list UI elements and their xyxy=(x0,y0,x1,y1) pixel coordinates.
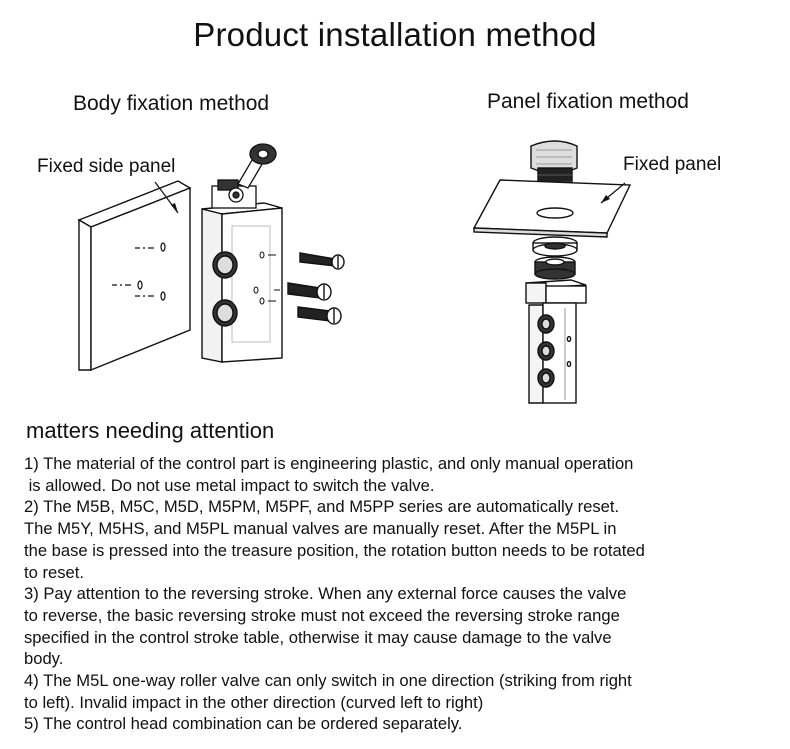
threaded-collar xyxy=(534,256,576,280)
fixed-panel-label: Fixed panel xyxy=(623,154,722,175)
list-item: 1) The material of the control part is e… xyxy=(24,454,634,495)
list-item: 3) Pay attention to the reversing stroke… xyxy=(24,584,627,669)
valve-ports xyxy=(212,251,238,327)
panel-fixation-heading: Panel fixation method xyxy=(487,90,689,113)
fixed-panel xyxy=(472,179,632,234)
fixing-screws xyxy=(287,252,345,325)
lock-nut xyxy=(532,236,578,257)
fixed-side-panel-label: Fixed side panel xyxy=(37,156,176,177)
valve-body xyxy=(525,279,587,404)
list-item: 4) The M5L one-way roller valve can only… xyxy=(24,671,632,712)
body-fixation-heading: Body fixation method xyxy=(73,92,270,115)
panel-fixation-drawing xyxy=(472,140,632,404)
page-title: Product installation method xyxy=(193,16,597,53)
panel-holes xyxy=(112,242,166,301)
attention-heading: matters needing attention xyxy=(26,418,275,443)
roller-lever xyxy=(211,143,277,209)
attention-list: 1) The material of the control part is e… xyxy=(24,453,784,735)
installation-diagrams xyxy=(77,140,632,404)
list-item: 2) The M5B, M5C, M5D, M5PM, M5PF, and M5… xyxy=(24,497,645,582)
body-fixation-drawing xyxy=(77,143,345,372)
list-item: 5) The control head combination can be o… xyxy=(24,714,463,734)
